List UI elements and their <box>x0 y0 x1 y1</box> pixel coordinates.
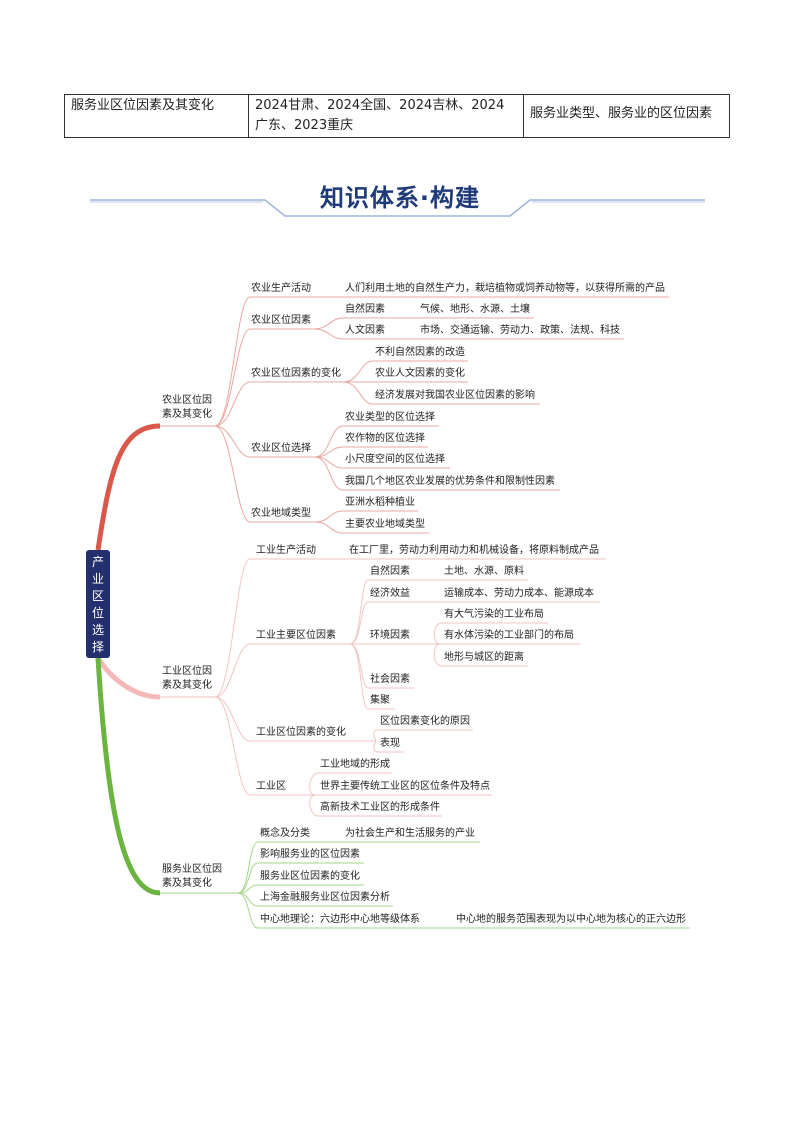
ind-env-item: 地形与城区的距离 <box>444 652 524 663</box>
serv-item: 影响服务业的区位因素 <box>260 849 360 860</box>
serv-item: 服务业区位因素的变化 <box>260 871 360 882</box>
ind-change-item: 表现 <box>380 738 400 749</box>
serv-concept-node: 概念及分类 <box>260 828 310 839</box>
agri-choice-item: 小尺度空间的区位选择 <box>345 454 445 465</box>
serv-central-desc: 中心地的服务范围表现为以中心地为核心的正六边形 <box>456 914 686 925</box>
agri-change-item: 农业人文因素的变化 <box>375 368 465 379</box>
ind-change-node: 工业区位因素的变化 <box>256 727 346 738</box>
ind-zone-item: 高新技术工业区的形成条件 <box>320 802 440 813</box>
ind-social-node: 社会因素 <box>370 674 410 685</box>
agri-branch-label-2: 素及其变化 <box>162 409 212 420</box>
ind-zone-node: 工业区 <box>256 781 286 792</box>
ind-prod-node: 工业生产活动 <box>256 545 316 556</box>
exam-info-table: 服务业区位因素及其变化 2024甘肃、2024全国、2024吉林、2024广东、… <box>64 94 730 138</box>
ind-zone-item: 工业地域的形成 <box>320 759 390 770</box>
agri-regional-item: 主要农业地域类型 <box>345 519 425 530</box>
serv-item: 上海金融服务业区位因素分析 <box>260 892 390 903</box>
section-title: 知识体系·构建 <box>319 184 481 212</box>
banner-decoration <box>90 199 705 217</box>
ind-prod-desc: 在工厂里，劳动力利用动力和机械设备，将原料制成产品 <box>349 545 599 556</box>
ind-env-item: 有水体污染的工业部门的布局 <box>444 630 574 641</box>
agri-regional-node: 农业地域类型 <box>251 508 311 519</box>
agri-prod-node: 农业生产活动 <box>251 283 311 294</box>
ind-change-item: 区位因素变化的原因 <box>380 716 470 727</box>
agri-human-node: 人文因素 <box>345 325 385 336</box>
ind-econ-desc: 运输成本、劳动力成本、能源成本 <box>444 588 594 599</box>
ind-branch-label-1: 工业区位因 <box>162 666 212 677</box>
agri-natural-desc: 气候、地形、水源、土壤 <box>420 304 530 315</box>
agri-change-item: 不利自然因素的改造 <box>375 347 465 358</box>
serv-branch-label-1: 服务业区位因 <box>162 864 222 875</box>
ind-env-node: 环境因素 <box>370 630 410 641</box>
ind-env-item: 有大气污染的工业布局 <box>444 609 544 620</box>
root-label: 产业区位选择 <box>91 555 104 654</box>
table-points-cell: 服务业类型、服务业的区位因素 <box>530 106 713 121</box>
ind-agglom-node: 集聚 <box>370 695 390 706</box>
ind-natural-desc: 土地、水源、原料 <box>444 566 524 577</box>
serv-central-node: 中心地理论：六边形中心地等级体系 <box>260 914 420 925</box>
ind-factors-node: 工业主要区位因素 <box>256 630 336 641</box>
serv-branch-label-2: 素及其变化 <box>162 878 212 889</box>
agri-factors-node: 农业区位因素 <box>251 315 311 326</box>
agri-prod-desc: 人们利用土地的自然生产力，栽培植物或饲养动物等，以获得所需的产品 <box>345 283 665 294</box>
agri-change-item: 经济发展对我国农业区位因素的影响 <box>375 390 535 401</box>
table-topic-cell: 服务业区位因素及其变化 <box>65 95 249 137</box>
ind-zone-item: 世界主要传统工业区的区位条件及特点 <box>320 781 490 792</box>
table-exams-cell: 2024甘肃、2024全国、2024吉林、2024广东、2023重庆 <box>249 95 524 137</box>
agri-branch-label-1: 农业区位因 <box>162 395 212 406</box>
agri-choice-node: 农业区位选择 <box>251 443 311 454</box>
ind-econ-node: 经济效益 <box>370 588 410 599</box>
serv-concept-desc: 为社会生产和生活服务的产业 <box>345 828 475 839</box>
agri-change-node: 农业区位因素的变化 <box>251 368 341 379</box>
agri-natural-node: 自然因素 <box>345 304 385 315</box>
agri-choice-item: 农作物的区位选择 <box>345 433 425 444</box>
ind-natural-node: 自然因素 <box>370 566 410 577</box>
agri-choice-item: 我国几个地区农业发展的优势条件和限制性因素 <box>345 476 555 487</box>
agri-regional-item: 亚洲水稻种植业 <box>345 497 415 508</box>
mindmap-root: 产业区位选择 <box>86 550 110 658</box>
agri-human-desc: 市场、交通运输、劳动力、政策、法规、科技 <box>420 325 620 336</box>
ind-branch-label-2: 素及其变化 <box>162 680 212 691</box>
agri-choice-item: 农业类型的区位选择 <box>345 412 435 423</box>
